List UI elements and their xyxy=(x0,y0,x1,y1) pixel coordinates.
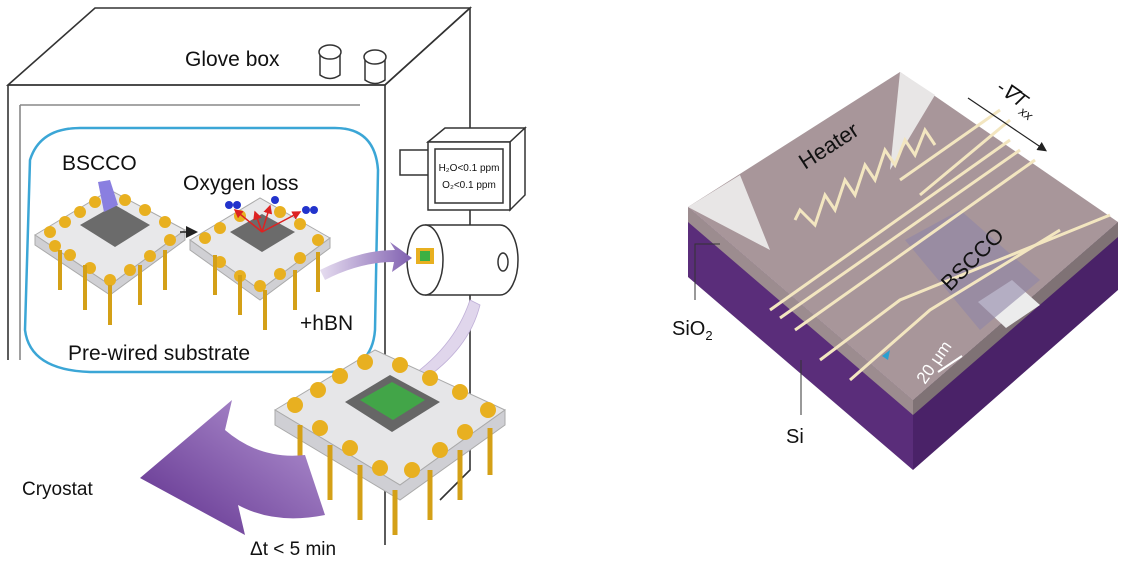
transfer-time-label: Δt < 5 min xyxy=(250,539,336,560)
si-label: Si xyxy=(786,426,804,448)
cryostat-arrow xyxy=(140,400,325,535)
substrate-1 xyxy=(34,189,186,325)
sio2-subscript: 2 xyxy=(705,328,712,343)
device-chip xyxy=(688,72,1118,470)
substrate-label: Pre-wired substrate xyxy=(68,342,250,365)
glove-box-label: Glove box xyxy=(185,48,280,71)
transfer-arrow-1 xyxy=(320,242,412,280)
sio2-label: SiO2 xyxy=(672,318,713,343)
gas-sensor xyxy=(399,126,527,212)
cryostat-label: Cryostat xyxy=(22,479,93,500)
substrate-2 xyxy=(189,197,331,330)
sio2-text: SiO xyxy=(672,318,705,340)
heater-meander xyxy=(793,126,937,228)
oxygen-loss-arrows xyxy=(233,204,302,233)
glove-port-knobs xyxy=(318,44,387,85)
gradient-arrow xyxy=(967,97,1047,152)
oxygen-molecules-icon xyxy=(225,196,318,214)
transfer-capsule xyxy=(406,224,519,296)
oxygen-loss-label: Oxygen loss xyxy=(183,172,299,195)
h2o-reading: H₂O<0.1 ppm xyxy=(439,163,500,174)
process-outline xyxy=(23,126,380,374)
hbn-label: +hBN xyxy=(300,312,353,335)
substrate-large xyxy=(274,349,506,535)
bscco-flake xyxy=(98,180,118,212)
gradient-label: -∇Txx xyxy=(990,76,1042,124)
svg-text:-∇Txx: -∇Txx xyxy=(990,76,1042,124)
leader-lines xyxy=(694,243,802,415)
bscco-label-left: BSCCO xyxy=(62,152,137,175)
o2-reading: O₂<0.1 ppm xyxy=(442,180,496,191)
